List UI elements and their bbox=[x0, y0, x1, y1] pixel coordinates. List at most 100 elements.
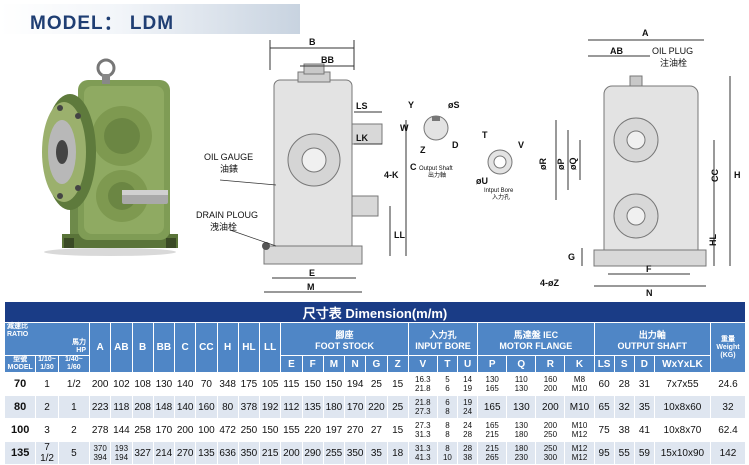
input-bore-header: 入力孔 INPUT BORE bbox=[407, 322, 479, 356]
cell-d: 41 bbox=[633, 418, 655, 442]
col-bb: BB bbox=[152, 322, 176, 373]
dim-label-m: M bbox=[307, 282, 315, 292]
cell-z: 15 bbox=[386, 372, 409, 396]
cell-ll: 215 bbox=[259, 441, 282, 465]
cell-z: 18 bbox=[386, 441, 409, 465]
cell-u: 24 28 bbox=[457, 418, 479, 442]
cell-w: 62.4 bbox=[709, 418, 747, 442]
col-s: S bbox=[613, 355, 635, 373]
oil-plug-label: OIL PLUG bbox=[652, 46, 693, 56]
cell-z: 25 bbox=[386, 395, 409, 419]
input-cn: 入力孔 bbox=[429, 329, 457, 340]
cell-s: 32 bbox=[613, 395, 635, 419]
cell-hl: 250 bbox=[237, 418, 261, 442]
hp-cn: 馬力 bbox=[72, 339, 87, 346]
model-header: 型號 MODEL bbox=[3, 355, 37, 373]
cell-g: 25 bbox=[365, 372, 388, 396]
cell-model: 135 bbox=[3, 441, 37, 465]
cell-ab: 144 bbox=[110, 418, 133, 442]
cell-wylk: 7x7x55 bbox=[653, 372, 711, 396]
cell-p: 165 bbox=[477, 395, 508, 419]
cell-r: 160 200 bbox=[535, 372, 566, 396]
cell-c: 270 bbox=[174, 441, 197, 465]
oil-plug-cn-label: 注油栓 bbox=[660, 57, 687, 68]
col-a: A bbox=[89, 322, 112, 373]
cell-v: 16.3 21.8 bbox=[407, 372, 438, 396]
dim-label-p: øP bbox=[556, 158, 566, 170]
cell-ratio: 3 bbox=[35, 418, 59, 442]
cell-ll: 105 bbox=[259, 372, 282, 396]
dim-label-v: V bbox=[518, 140, 524, 150]
col-c: C bbox=[174, 322, 197, 373]
dim-label-w: W bbox=[400, 123, 409, 133]
cell-cc: 160 bbox=[195, 395, 218, 419]
foot-cn: 腳座 bbox=[335, 329, 354, 340]
dim-label-g: G bbox=[568, 252, 575, 262]
cell-bb: 130 bbox=[152, 372, 176, 396]
cell-wylk: 10x8x60 bbox=[653, 395, 711, 419]
col-n: N bbox=[344, 355, 367, 373]
col-d: D bbox=[633, 355, 655, 373]
col-e: E bbox=[280, 355, 303, 373]
motor-en: MOTOR FLANGE bbox=[499, 340, 573, 351]
cell-a: 370 394 bbox=[89, 441, 112, 465]
dim-label-a: A bbox=[642, 28, 649, 38]
cell-model: 100 bbox=[3, 418, 37, 442]
col-r: R bbox=[535, 355, 566, 373]
cell-t: 8 8 bbox=[436, 418, 459, 442]
model-en: MODEL bbox=[7, 364, 33, 371]
cell-a: 200 bbox=[89, 372, 112, 396]
cell-v: 27.3 31.3 bbox=[407, 418, 438, 442]
col-wylk: WxYxLK bbox=[653, 355, 711, 373]
cell-n: 170 bbox=[344, 395, 367, 419]
cell-ls: 75 bbox=[593, 418, 615, 442]
cell-cc: 70 bbox=[195, 372, 218, 396]
col-v: V bbox=[407, 355, 438, 373]
ratio-cn: 減速比 bbox=[7, 323, 28, 330]
side-view-drawing: B BB LS LK C 4-K LL E M OIL GAUGE 油錶 DRA… bbox=[196, 37, 417, 293]
col-ls: LS bbox=[593, 355, 615, 373]
cell-ab: 193 194 bbox=[110, 441, 133, 465]
output-shaft-detail: Y W øS D Z Output Shaft 出力軸 bbox=[400, 100, 460, 179]
front-view-drawing: A AB øR øP øQ CC H HL G F N 4-øZ OIL PLU… bbox=[538, 28, 741, 298]
cell-e: 155 bbox=[280, 418, 303, 442]
foot-en: FOOT STOCK bbox=[315, 340, 374, 351]
cell-r: 200 bbox=[535, 395, 566, 419]
cell-bb: 214 bbox=[152, 441, 176, 465]
dim-label-d: D bbox=[452, 140, 459, 150]
cell-g: 220 bbox=[365, 395, 388, 419]
cell-u: 28 38 bbox=[457, 441, 479, 465]
cell-s: 38 bbox=[613, 418, 635, 442]
ratio-hp-header: 減速比 RATIO 馬力 HP bbox=[3, 322, 91, 356]
dim-label-r: øR bbox=[538, 158, 548, 170]
cell-t: 5 6 bbox=[436, 372, 459, 396]
dim-label-y: Y bbox=[408, 100, 414, 110]
cell-k: M10 bbox=[564, 395, 595, 419]
cell-ls: 60 bbox=[593, 372, 615, 396]
cell-ls: 65 bbox=[593, 395, 615, 419]
cell-wylk: 10x8x70 bbox=[653, 418, 711, 442]
cell-v: 21.8 27.3 bbox=[407, 395, 438, 419]
cell-cc: 135 bbox=[195, 441, 218, 465]
cell-v: 31.3 41.3 bbox=[407, 441, 438, 465]
cell-hp: 1 bbox=[57, 395, 91, 419]
cell-e: 115 bbox=[280, 372, 303, 396]
cell-r: 250 300 bbox=[535, 441, 566, 465]
dim-label-lk: LK bbox=[356, 133, 368, 143]
model-cn: 型號 bbox=[13, 356, 28, 363]
dimension-table: 尺寸表 Dimension(m/m) 減速比 RATIO 馬力 HP A AB … bbox=[3, 301, 747, 465]
cell-f: 220 bbox=[301, 418, 324, 442]
cell-ratio: 1 bbox=[35, 372, 59, 396]
cell-k: M10 M12 bbox=[564, 418, 595, 442]
cell-a: 223 bbox=[89, 395, 112, 419]
dim-label-ab: AB bbox=[610, 46, 623, 56]
cell-q: 180 230 bbox=[506, 441, 537, 465]
cell-hp: 2 bbox=[57, 418, 91, 442]
output-en: OUTPUT SHAFT bbox=[617, 340, 687, 351]
cell-cc: 100 bbox=[195, 418, 218, 442]
dim-label-q: øQ bbox=[568, 158, 578, 171]
input-en: INPUT BORE bbox=[415, 340, 471, 351]
output-shaft-label: Output Shaft bbox=[419, 166, 453, 172]
col-f: F bbox=[301, 355, 324, 373]
cell-d: 31 bbox=[633, 372, 655, 396]
